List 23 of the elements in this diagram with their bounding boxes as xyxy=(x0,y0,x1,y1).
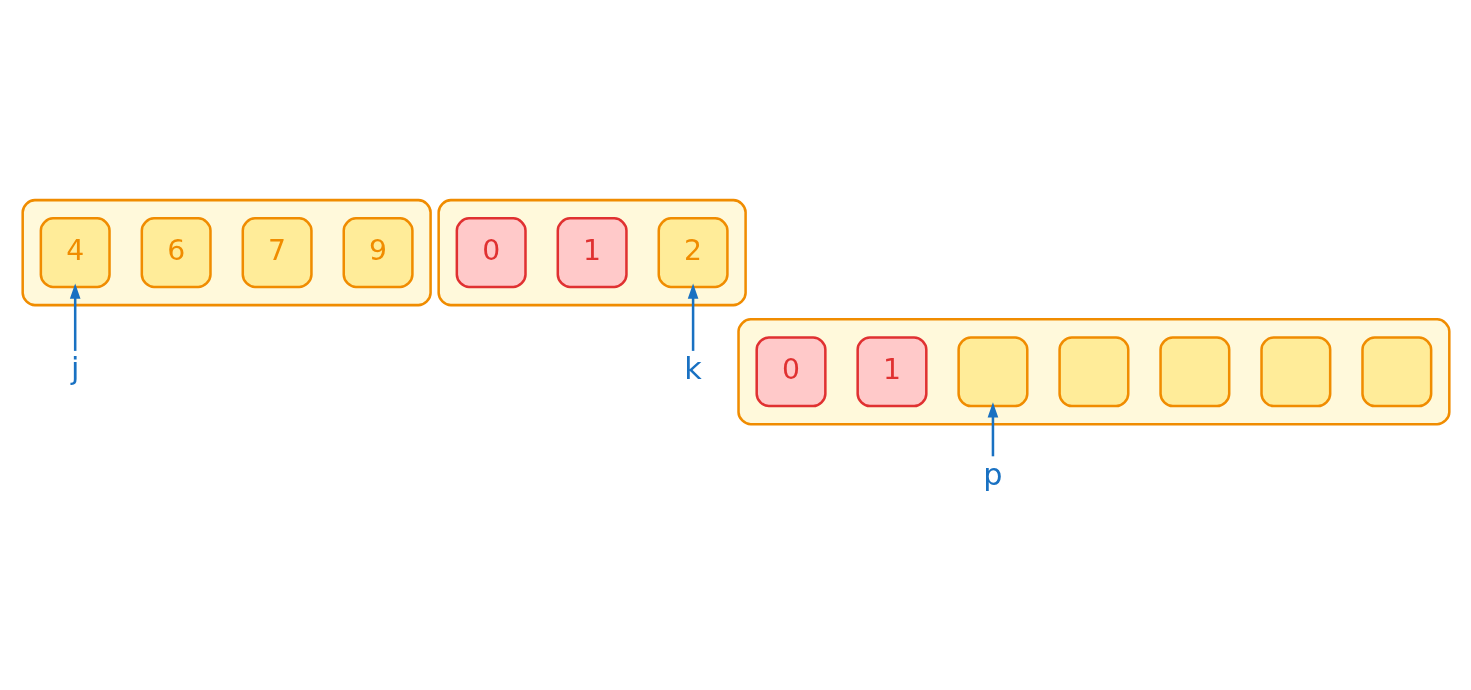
node-box: 0 xyxy=(455,217,527,289)
node-text: k xyxy=(683,351,702,387)
arrow xyxy=(69,283,80,351)
node-box xyxy=(1259,336,1331,408)
node-box xyxy=(1360,336,1432,408)
node-box: 1 xyxy=(556,217,628,289)
cluster xyxy=(436,198,747,307)
node-text: j xyxy=(70,351,79,387)
node-box: 9 xyxy=(342,217,414,289)
node-box xyxy=(956,336,1029,408)
arrow xyxy=(987,402,998,457)
node-box xyxy=(1057,336,1129,408)
node-box: 7 xyxy=(241,217,313,289)
cluster xyxy=(20,198,432,307)
cluster xyxy=(736,318,1451,426)
node-box xyxy=(1158,336,1230,408)
node-box: 1 xyxy=(855,336,928,408)
node-text: p xyxy=(982,456,1003,492)
node-box: 2 xyxy=(657,217,729,289)
node-box: 4 xyxy=(39,217,111,289)
arrow xyxy=(687,283,698,351)
node-box: 0 xyxy=(754,336,827,408)
node-box: 6 xyxy=(140,217,212,289)
